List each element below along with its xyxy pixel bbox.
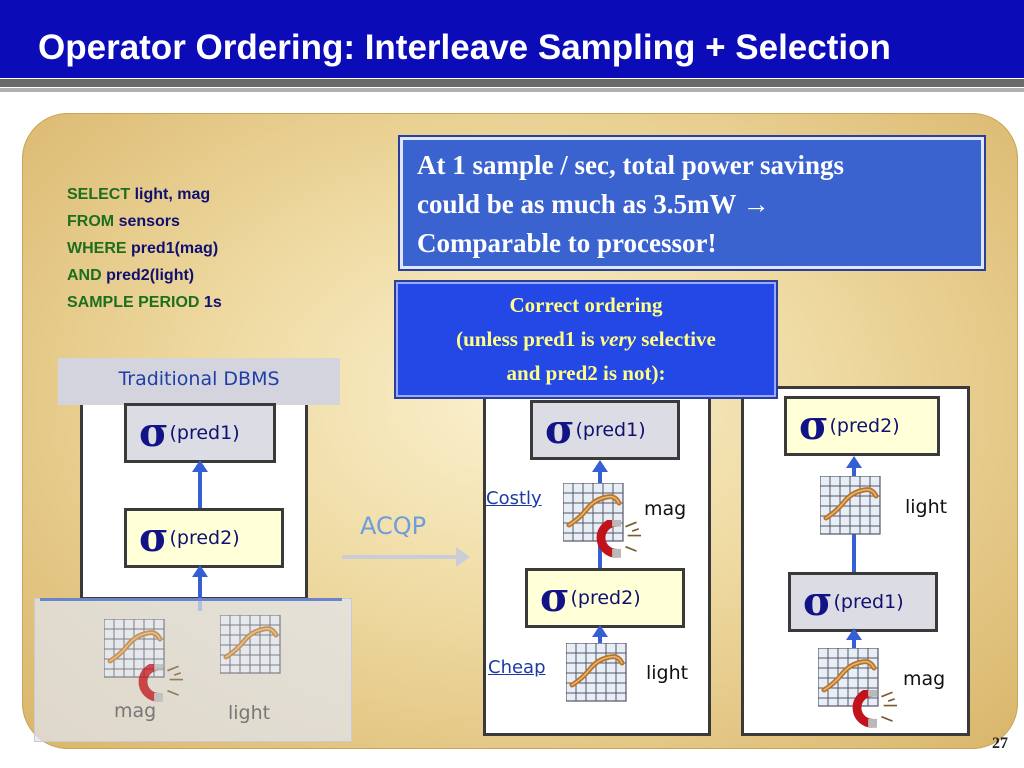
predicate-label: (pred2) (570, 587, 641, 609)
sensor-label: mag (644, 498, 687, 520)
page-number: 27 (992, 735, 1008, 752)
sql-value: sensors (118, 213, 180, 230)
note-text: selective (636, 327, 716, 351)
predicate-label: (pred1) (575, 419, 646, 441)
sql-value: 1s (203, 294, 222, 311)
acqp-label: ACQP (360, 512, 427, 540)
predicate-label: (pred1) (833, 591, 904, 613)
callout-line: could be as much as 3.5mW → (417, 189, 770, 219)
magnet-icon (596, 520, 646, 560)
sql-keyword: FROM (67, 213, 115, 230)
tray-line (40, 598, 342, 601)
transform-arrow (342, 547, 470, 567)
selection-operator: σ(pred2) (124, 508, 284, 568)
predicate-label: (pred1) (169, 422, 240, 444)
traditional-dbms-header: Traditional DBMS (58, 358, 340, 405)
predicate-label: (pred2) (169, 527, 240, 549)
light-sensor-icon (820, 476, 890, 542)
sigma-symbol: σ (540, 574, 570, 621)
sensor-label: light (646, 662, 689, 684)
note-line: Correct ordering (509, 293, 663, 317)
sigma-symbol: σ (803, 578, 833, 625)
selection-operator: σ(pred1) (124, 403, 276, 463)
cheap-label: Cheap (488, 657, 546, 678)
sql-keyword: AND (67, 267, 102, 284)
up-arrow (192, 565, 208, 611)
sigma-symbol: σ (545, 406, 575, 453)
magnet-icon (138, 664, 188, 704)
sql-value: pred2(light) (106, 267, 195, 284)
sigma-symbol: σ (139, 514, 169, 561)
ordering-note: Correct ordering (unless pred1 is very s… (396, 282, 776, 397)
up-arrow (192, 460, 208, 508)
power-savings-callout: At 1 sample / sec, total power savings c… (400, 137, 984, 269)
sensor-label: light (228, 702, 271, 724)
sql-keyword: SAMPLE PERIOD (67, 294, 200, 311)
sql-query: SELECT light, mag FROM sensors WHERE pre… (67, 181, 222, 316)
magnet-icon (852, 690, 902, 730)
sigma-symbol: σ (799, 402, 829, 449)
callout-line: Comparable to processor! (417, 228, 717, 258)
callout-line: At 1 sample / sec, total power savings (417, 150, 844, 180)
sql-value: light, mag (134, 186, 211, 203)
sensor-label: light (905, 496, 948, 518)
note-text: (unless pred1 is (456, 327, 600, 351)
note-emphasis: very (599, 327, 636, 351)
predicate-label: (pred2) (829, 415, 900, 437)
sigma-symbol: σ (139, 409, 169, 456)
slide-title: Operator Ordering: Interleave Sampling +… (38, 28, 891, 67)
note-line: and pred2 is not): (506, 361, 666, 385)
selection-operator: σ(pred1) (530, 400, 680, 460)
title-divider-light (0, 88, 1024, 92)
light-sensor-icon (566, 643, 636, 709)
selection-operator: σ(pred1) (788, 572, 938, 632)
note-line: (unless pred1 is very selective (398, 322, 774, 356)
selection-operator: σ(pred2) (784, 396, 940, 456)
costly-label: Costly (486, 488, 542, 509)
selection-operator: σ(pred2) (525, 568, 685, 628)
sql-keyword: SELECT (67, 186, 131, 203)
sensor-label: mag (114, 700, 157, 722)
title-divider (0, 79, 1024, 87)
title-bar: Operator Ordering: Interleave Sampling +… (0, 0, 1024, 78)
sensor-label: mag (903, 668, 946, 690)
light-sensor-icon (220, 615, 290, 681)
sql-keyword: WHERE (67, 240, 127, 257)
sql-value: pred1(mag) (131, 240, 219, 257)
sensor-tray (34, 598, 352, 742)
